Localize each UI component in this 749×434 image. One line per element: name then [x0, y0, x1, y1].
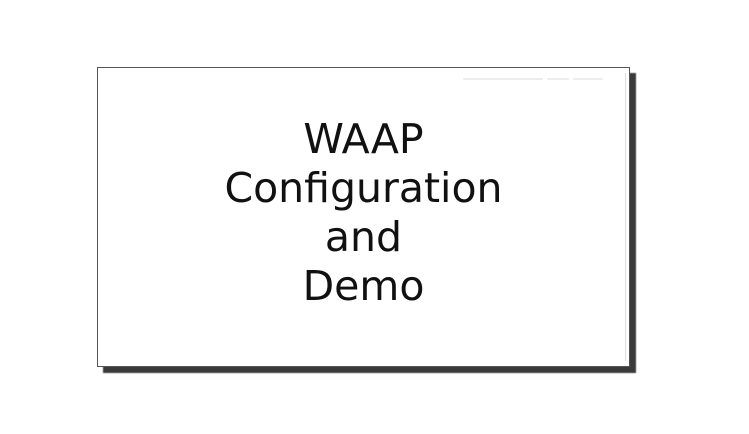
- title-line: WAAP: [303, 115, 424, 163]
- slide-thumbnail[interactable]: WAAP Configuration and Demo: [97, 67, 630, 367]
- title-line: and: [324, 213, 403, 261]
- slide-right-edge: [625, 73, 626, 361]
- faint-mark: [463, 78, 543, 80]
- faint-mark: [547, 78, 569, 80]
- title-line: Configuration: [224, 164, 503, 212]
- faint-mark: [573, 78, 603, 80]
- slide-faint-header: [453, 78, 603, 82]
- title-line: Demo: [302, 262, 425, 310]
- slide-title: WAAP Configuration and Demo: [98, 115, 629, 311]
